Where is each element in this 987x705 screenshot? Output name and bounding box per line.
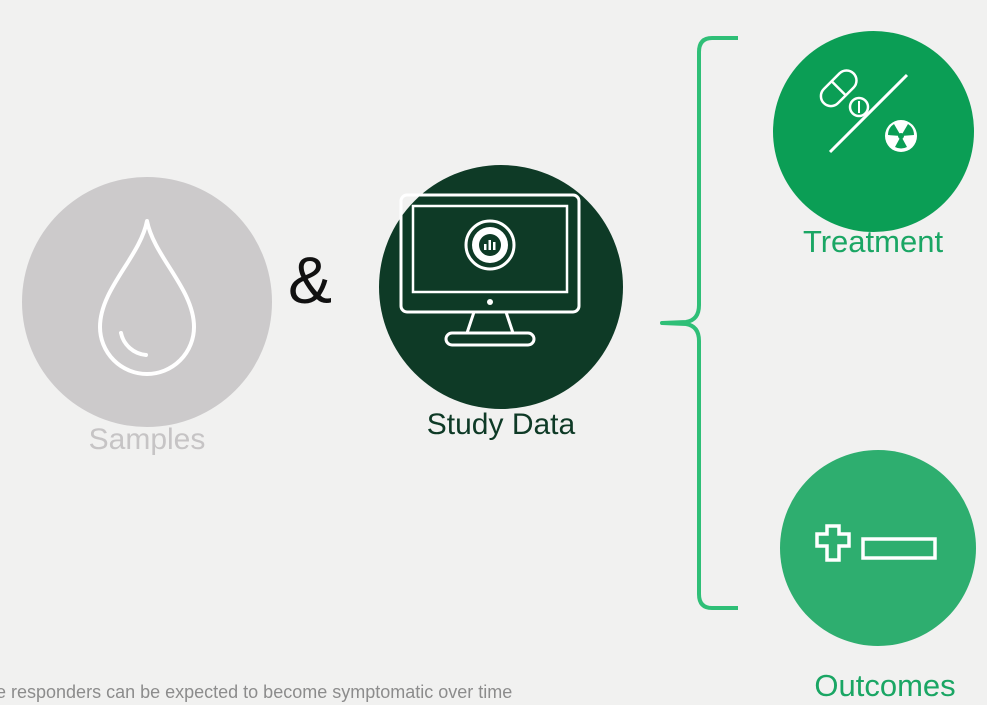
outcomes-circle <box>780 450 976 646</box>
water-drop-icon <box>98 219 196 376</box>
treatment-label: Treatment <box>802 224 944 259</box>
study-data-label: Study Data <box>426 408 576 441</box>
outcomes-label: Outcomes <box>814 668 956 703</box>
pill-radiation-icon <box>819 69 917 154</box>
treatment-circle <box>773 31 974 232</box>
samples-label: Samples <box>88 423 206 456</box>
samples-circle <box>22 177 272 427</box>
monitor-chart-icon <box>399 193 581 347</box>
plus-minus-icon <box>815 524 937 562</box>
study-data-circle <box>379 165 623 409</box>
ampersand-symbol: & <box>288 243 333 317</box>
footnote-text: e responders can be expected to become s… <box>0 682 513 702</box>
